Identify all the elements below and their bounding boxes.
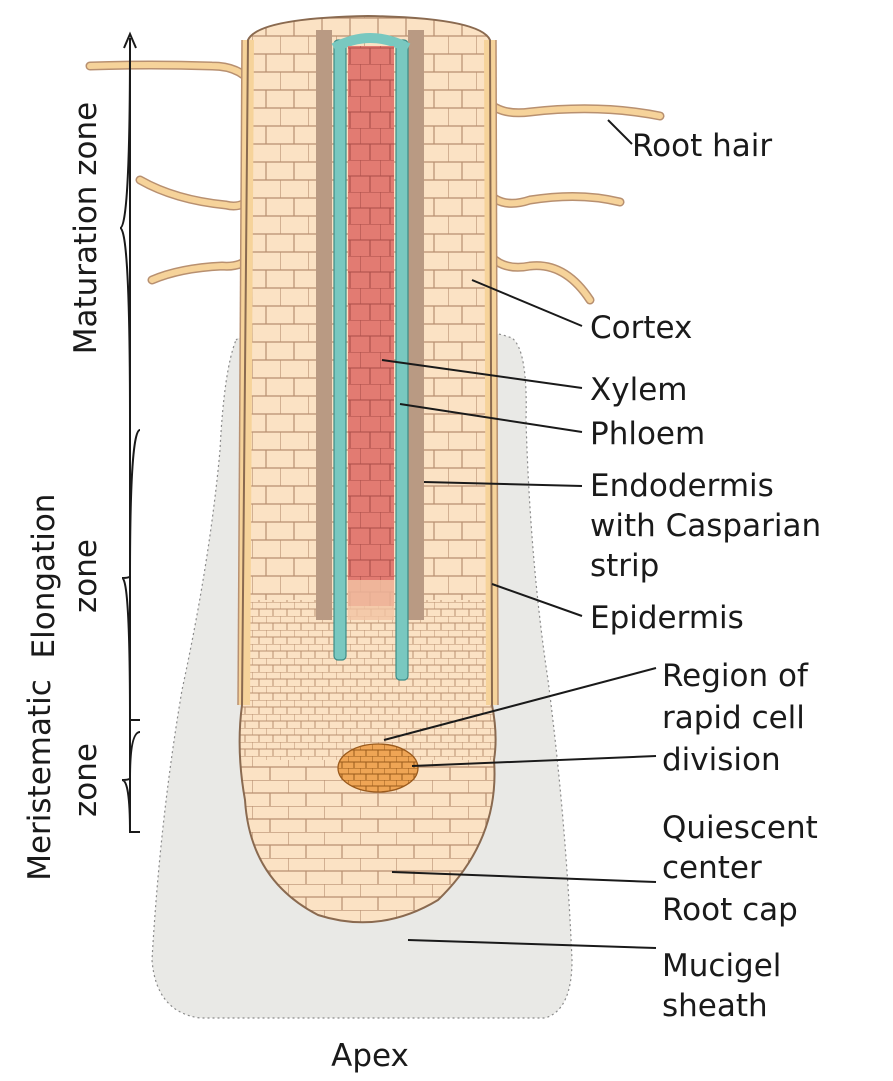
maturation-brace xyxy=(120,46,130,420)
root-hair-leader xyxy=(608,120,632,144)
endodermis-label-3: strip xyxy=(590,548,659,584)
root-cap-label: Root cap xyxy=(662,892,798,928)
elongation-zone-label-2: zone xyxy=(68,539,104,613)
xylem xyxy=(348,46,394,606)
apex-label: Apex xyxy=(331,1038,409,1074)
region-label-3: division xyxy=(662,742,781,778)
quiescent-label: Quiescent xyxy=(662,810,818,846)
endodermis-label: Endodermis xyxy=(590,468,774,504)
quiescent-label-2: center xyxy=(662,850,762,886)
epidermis-label: Epidermis xyxy=(590,600,744,636)
elongation-zone-label: Elongation xyxy=(26,494,62,659)
meristematic-zone-label: Meristematic xyxy=(22,679,58,881)
maturation-zone-label: Maturation zone xyxy=(68,102,104,354)
phloem xyxy=(334,40,346,660)
endodermis xyxy=(316,30,332,620)
xylem-label: Xylem xyxy=(590,372,687,408)
phloem-label: Phloem xyxy=(590,416,705,452)
mucigel-label: Mucigel xyxy=(662,948,781,984)
cortex-label: Cortex xyxy=(590,310,692,346)
region-label-2: rapid cell xyxy=(662,700,805,736)
endodermis-label-2: with Casparian xyxy=(590,508,821,544)
root-hair-label: Root hair xyxy=(632,128,772,164)
region-label: Region of xyxy=(662,658,809,694)
meristematic-zone-label-2: zone xyxy=(68,743,104,817)
mucigel-label-2: sheath xyxy=(662,988,768,1024)
quiescent-center xyxy=(338,744,418,792)
